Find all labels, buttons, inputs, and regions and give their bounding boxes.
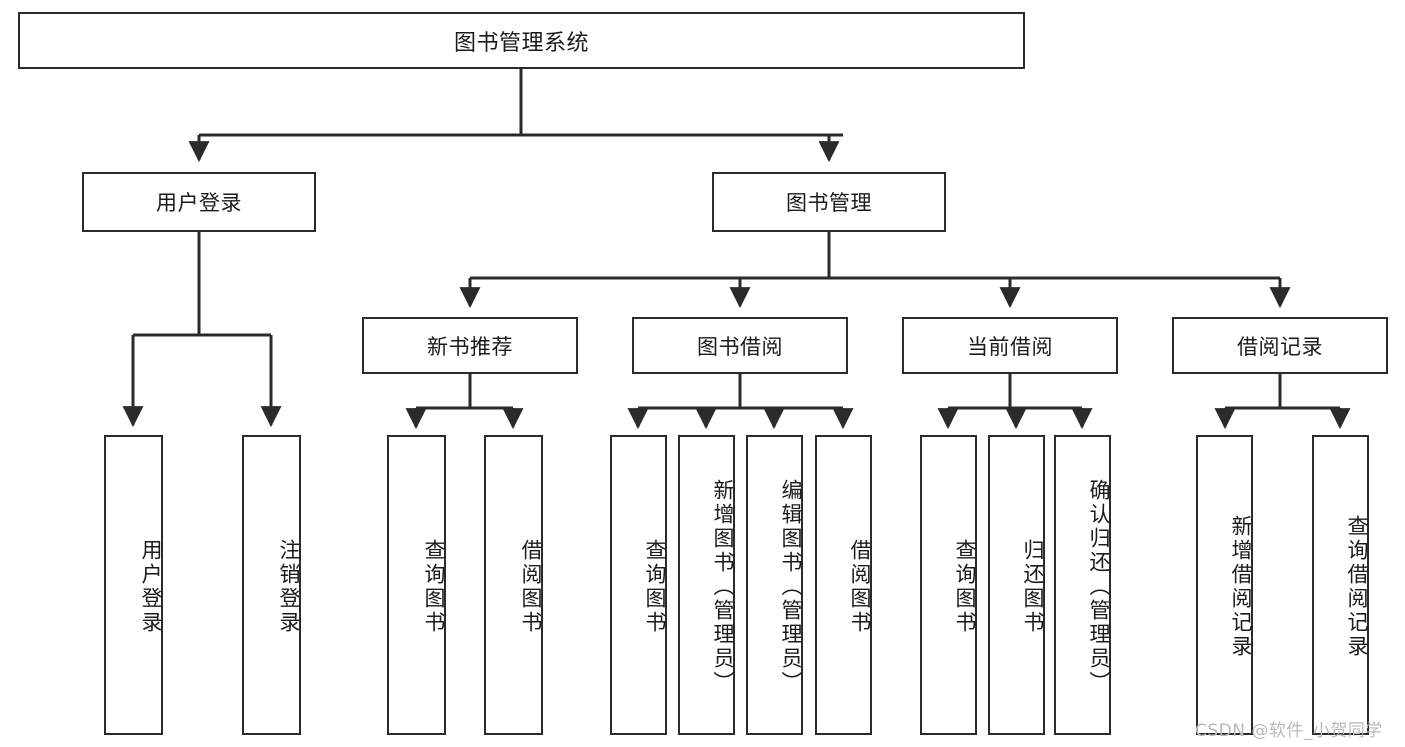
- leaf-user-logout[interactable]: 注销登录: [242, 435, 301, 735]
- leaf-confirm-return-admin[interactable]: 确认归还（管理员）: [1054, 435, 1111, 735]
- leaf-borrow-book[interactable]: 借阅图书: [815, 435, 872, 735]
- leaf-borrow-book-recommend[interactable]: 借阅图书: [484, 435, 543, 735]
- node-current-borrow[interactable]: 当前借阅: [902, 317, 1118, 374]
- node-borrow-record[interactable]: 借阅记录: [1172, 317, 1388, 374]
- leaf-user-login[interactable]: 用户登录: [104, 435, 163, 735]
- edge-group-root: [188, 69, 843, 163]
- edge-group-user-login: [122, 232, 282, 428]
- csdn-watermark: CSDN @软件_小贺同学: [1195, 721, 1383, 741]
- edge-group-borrow-book: [627, 374, 854, 430]
- leaf-query-borrow-record[interactable]: 查询借阅记录: [1312, 435, 1369, 735]
- leaf-query-book-borrow[interactable]: 查询图书: [610, 435, 667, 735]
- leaf-query-book-current[interactable]: 查询图书: [920, 435, 977, 735]
- edge-group-borrow-record: [1214, 374, 1351, 430]
- leaf-add-borrow-record[interactable]: 新增借阅记录: [1196, 435, 1253, 735]
- node-new-book-recommend[interactable]: 新书推荐: [362, 317, 578, 374]
- node-book-management[interactable]: 图书管理: [712, 172, 946, 232]
- node-user-login[interactable]: 用户登录: [82, 172, 316, 232]
- leaf-edit-book-admin[interactable]: 编辑图书（管理员）: [746, 435, 803, 735]
- node-root[interactable]: 图书管理系统: [18, 12, 1025, 69]
- node-book-borrow[interactable]: 图书借阅: [632, 317, 848, 374]
- leaf-query-book-recommend[interactable]: 查询图书: [387, 435, 446, 735]
- leaf-return-book[interactable]: 归还图书: [988, 435, 1045, 735]
- edge-group-book-manage: [459, 232, 1291, 309]
- edge-group-new-book: [405, 374, 524, 430]
- leaf-add-book-admin[interactable]: 新增图书（管理员）: [678, 435, 735, 735]
- edge-group-current-borrow: [937, 374, 1093, 430]
